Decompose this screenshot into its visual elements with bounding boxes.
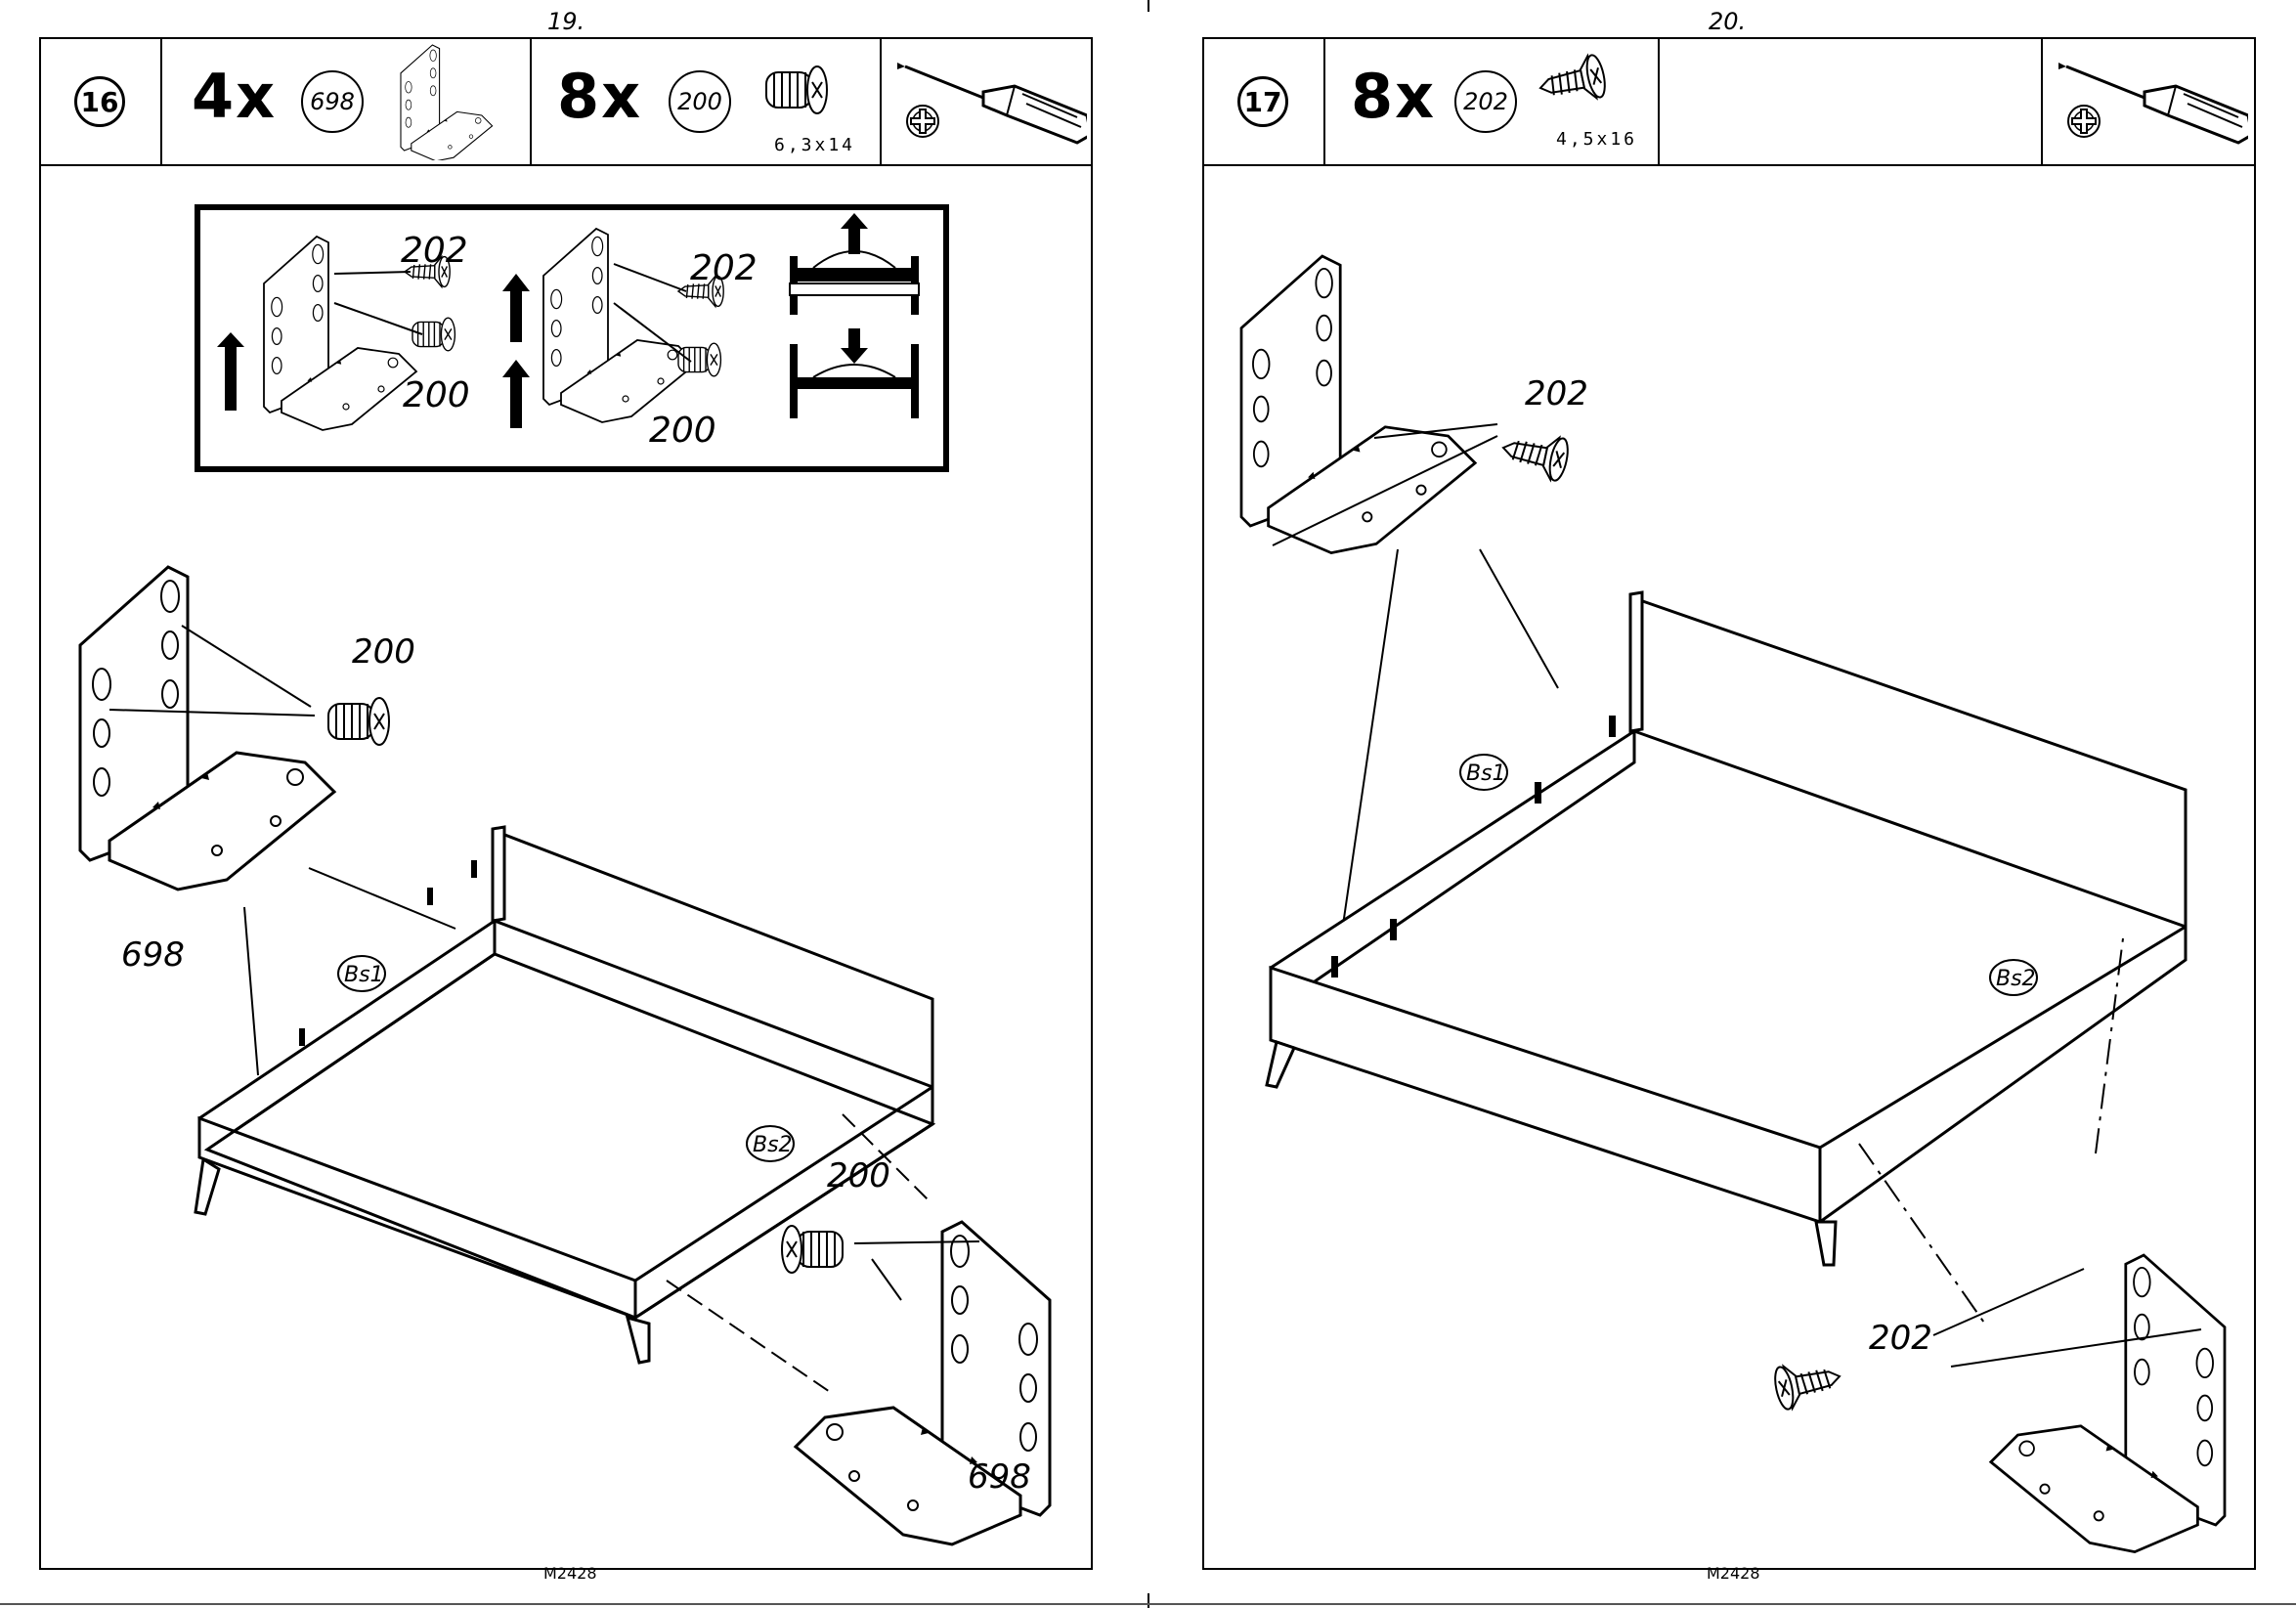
detail-label: 202 [690, 248, 758, 288]
detail-label: 200 [403, 375, 470, 415]
part-number: 200 [669, 70, 731, 133]
footer-code: M2428 [1707, 1564, 1760, 1583]
panel-label: Bs1 [1466, 761, 1506, 786]
screw-202-top [1498, 426, 1571, 482]
part-quantity: 8x [557, 61, 642, 132]
screw-202-bottom [1772, 1355, 1844, 1411]
bed-frame [1267, 592, 2186, 1265]
callout-label: 200 [827, 1156, 890, 1195]
callout-label: 698 [121, 935, 185, 975]
panel-label: Bs2 [753, 1133, 793, 1157]
part-quantity: 8x [1351, 61, 1436, 132]
assembly-drawing: 202 200 202 200 [41, 166, 1091, 1570]
bracket-698-left [80, 567, 334, 890]
screw-dimension: 4,5x16 [1556, 129, 1637, 150]
bottom-rule [0, 1603, 2296, 1605]
step-number-cell: 16 [41, 39, 162, 164]
wood-screw-icon [1535, 51, 1642, 129]
step-number: 16 [74, 76, 125, 127]
step-number-cell: 17 [1204, 39, 1325, 164]
callout-label: 698 [968, 1457, 1031, 1497]
tool-cell [882, 39, 1093, 164]
phillips-head-icon [907, 106, 938, 137]
bracket-top [1241, 256, 1475, 553]
part-cell-screw: 8x 202 4,5x16 [1325, 39, 1660, 164]
phillips-screwdriver-icon [2053, 57, 2248, 154]
confirmat-screw-icon [762, 61, 860, 119]
screw-200-top [328, 698, 389, 745]
footer-code: M2428 [543, 1564, 597, 1583]
panel-label: Bs2 [1996, 967, 2036, 991]
bed-frame [195, 827, 932, 1363]
part-number: 698 [301, 70, 364, 133]
center-crop-mark-top [1148, 0, 1149, 12]
part-cell-screw: 8x 200 6,3x14 [532, 39, 882, 164]
tool-cell [2043, 39, 2256, 164]
assembly-drawing: 202 Bs1 Bs2 [1204, 166, 2254, 1570]
part-cell-bracket: 4x 698 [162, 39, 532, 164]
panel-label: Bs1 [344, 963, 384, 987]
phillips-screwdriver-icon [891, 57, 1087, 154]
page-number: 19. [547, 8, 585, 35]
bracket-bottom [1991, 1255, 2225, 1552]
step-frame: 16 4x 698 8x 200 6,3x14 [39, 37, 1093, 1570]
screw-dimension: 6,3x14 [774, 135, 855, 155]
screw-200-bottom [782, 1226, 843, 1273]
detail-label: 200 [649, 411, 716, 451]
phillips-head-icon [2068, 106, 2100, 137]
callout-label: 200 [352, 632, 415, 672]
step-header: 16 4x 698 8x 200 6,3x14 [41, 39, 1091, 166]
bracket-icon [379, 43, 516, 160]
center-crop-mark-bottom [1148, 1593, 1149, 1608]
empty-cell [1660, 39, 2043, 164]
callout-label: 202 [1525, 374, 1588, 413]
part-quantity: 4x [192, 61, 277, 132]
part-number: 202 [1454, 70, 1517, 133]
step-header: 17 8x 202 4,5x16 [1204, 39, 2254, 166]
step-number: 17 [1237, 76, 1288, 127]
page-number: 20. [1709, 8, 1746, 35]
step-frame: 17 8x 202 4,5x16 202 [1202, 37, 2256, 1570]
detail-label: 202 [401, 231, 468, 271]
callout-label: 202 [1869, 1319, 1932, 1358]
